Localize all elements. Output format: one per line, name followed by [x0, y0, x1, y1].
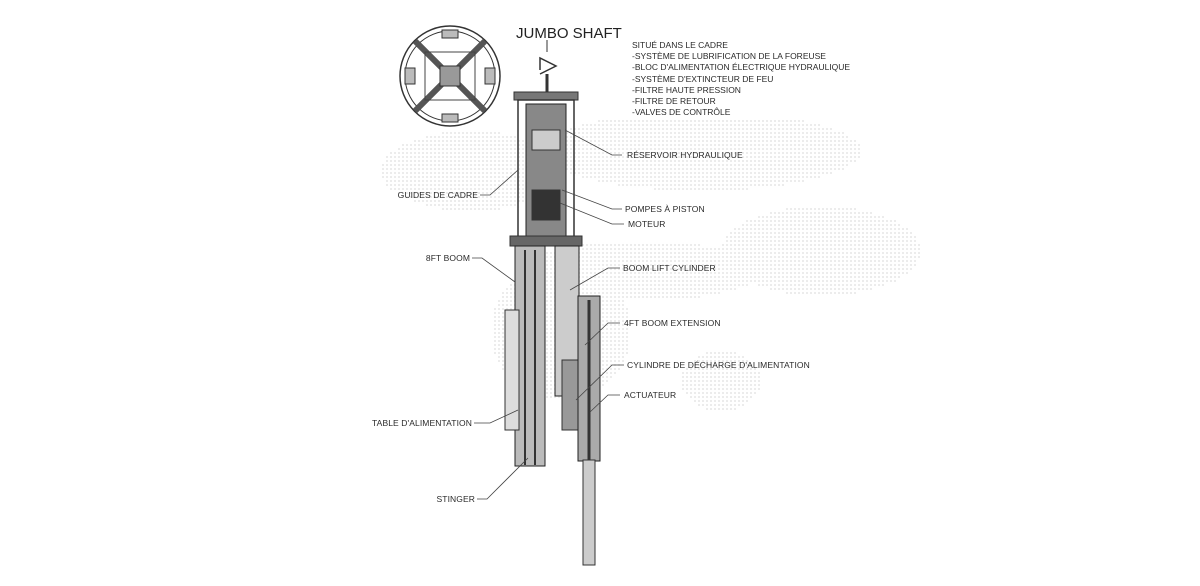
info-item: -SYSTÈME DE LUBRIFICATION DE LA FOREUSE — [632, 51, 826, 62]
label-actuateur: ACTUATEUR — [624, 390, 677, 400]
label-boom-lift: BOOM LIFT CYLINDER — [623, 263, 716, 273]
info-item: -BLOC D'ALIMENTATION ÉLECTRIQUE HYDRAULI… — [632, 62, 851, 73]
label-stinger: STINGER — [436, 494, 475, 504]
info-block: SITUÉ DANS LE CADRE -SYSTÈME DE LUBRIFIC… — [632, 40, 850, 118]
label-pompes: POMPES À PISTON — [625, 204, 705, 214]
info-heading: SITUÉ DANS LE CADRE — [632, 40, 728, 50]
diagram-title: JUMBO SHAFT — [516, 25, 622, 42]
info-item: -VALVES DE CONTRÔLE — [632, 107, 731, 118]
label-table: TABLE D'ALIMENTATION — [372, 418, 472, 428]
info-item: -FILTRE DE RETOUR — [632, 96, 716, 107]
label-8ft-boom: 8FT BOOM — [425, 253, 470, 263]
info-item: -SYSTÈME D'EXTINCTEUR DE FEU — [632, 73, 774, 84]
frame-body — [509, 40, 583, 247]
label-reservoir: RÉSERVOIR HYDRAULIQUE — [627, 150, 743, 160]
label-moteur: MOTEUR — [628, 219, 666, 229]
info-item: -FILTRE HAUTE PRESSION — [632, 84, 741, 95]
leader-lines — [472, 129, 624, 500]
frame-top-view — [399, 25, 501, 127]
label-guides: GUIDES DE CADRE — [397, 190, 478, 200]
booms — [504, 245, 601, 566]
label-cylindre: CYLINDRE DE DÉCHARGE D'ALIMENTATION — [627, 360, 810, 370]
label-boom-extension: 4FT BOOM EXTENSION — [624, 318, 721, 328]
